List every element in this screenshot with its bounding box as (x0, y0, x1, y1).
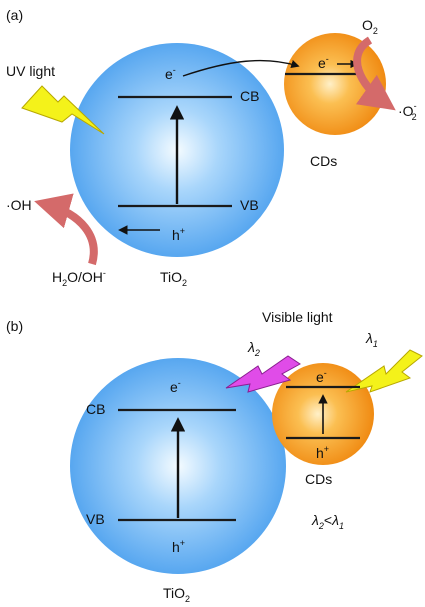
cds-label-a: CDs (310, 153, 337, 169)
lambda2-label: λ2 (247, 339, 260, 358)
cb-label-a: CB (240, 88, 259, 104)
cb-label-b: CB (86, 401, 105, 417)
lambda1-label: λ1 (365, 330, 378, 349)
cds-hole-label-b: h+ (316, 444, 329, 461)
oxidation-arrow (34, 193, 98, 266)
electron-transfer-arrow-a (182, 59, 300, 77)
cds-sphere-a (284, 33, 386, 135)
o2-label: O2 (362, 17, 378, 36)
uv-light-label: UV light (6, 63, 55, 79)
panel-a: (a) UV light CB VB e- h+ e- CDs O2 ·O-2 … (6, 7, 417, 288)
oh-radical-label: ·OH (6, 197, 32, 213)
o2-radical-label: ·O-2 (398, 101, 417, 122)
electron-label-a: e- (165, 65, 176, 82)
uv-lightning-icon (21, 85, 105, 135)
vb-label-a: VB (240, 197, 259, 213)
o2-reduction-arrow (353, 36, 396, 111)
cds-electron-label-b: e- (316, 368, 327, 385)
vb-label-b: VB (86, 511, 105, 527)
visible-lightning-yellow-icon (345, 349, 423, 393)
hole-label-b: h+ (172, 538, 185, 555)
panel-a-label: (a) (6, 7, 23, 23)
tio2-label-b: TiO2 (163, 585, 190, 604)
panel-b: (b) Visible light λ2 λ1 CB VB e- h+ e- h… (6, 309, 423, 604)
cds-label-b: CDs (305, 471, 332, 487)
h2o-label: H2O/OH- (52, 268, 106, 288)
hole-label-a: h+ (172, 226, 185, 243)
panel-b-label: (b) (6, 318, 23, 334)
tio2-label-a: TiO2 (160, 269, 187, 288)
visible-lightning-magenta-icon (225, 355, 301, 393)
cds-electron-label-a: e- (318, 54, 329, 71)
visible-light-label: Visible light (262, 309, 333, 325)
lambda-relation: λ2<λ1 (311, 512, 344, 531)
electron-label-b: e- (170, 378, 181, 395)
